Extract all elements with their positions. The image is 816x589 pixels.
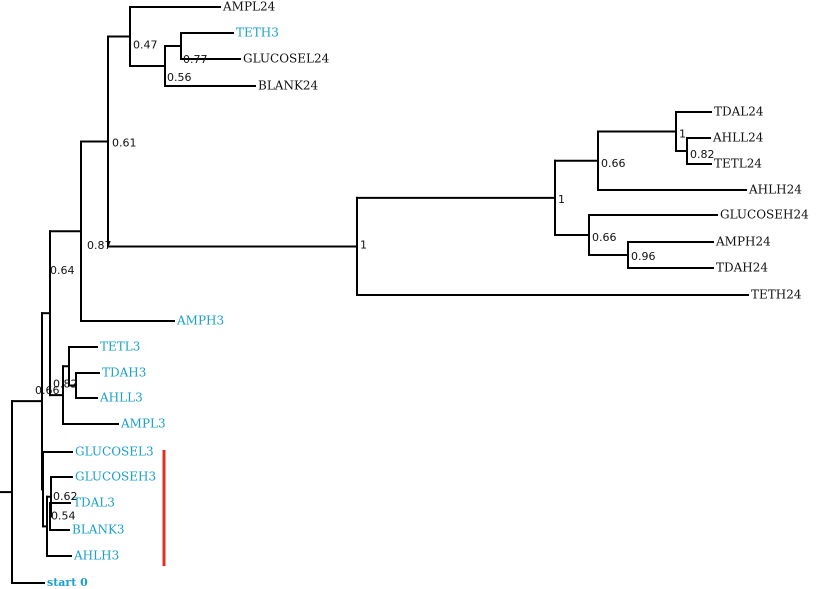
leaf-label: start 0 — [47, 576, 88, 589]
support-value: 0.54 — [51, 510, 76, 523]
support-value: 1 — [558, 193, 565, 206]
support-value: 0.64 — [50, 264, 75, 277]
support-value: 0.77 — [183, 53, 208, 66]
support-value: 0.47 — [133, 39, 158, 52]
leaf-label: GLUCOSEH24 — [720, 208, 809, 222]
support-value: 0.56 — [167, 71, 192, 84]
leaf-label: BLANK3 — [72, 523, 125, 537]
support-value: 0.66 — [35, 384, 60, 397]
leaf-label: BLANK24 — [258, 79, 319, 93]
leaf-label: TDAL3 — [73, 496, 115, 510]
leaf-label: AMPH3 — [176, 314, 224, 328]
support-value: 0.61 — [112, 136, 137, 149]
leaf-label: AMPL3 — [120, 417, 166, 431]
leaf-label: AMPL24 — [222, 0, 276, 14]
leaf-label: TETL24 — [714, 157, 762, 171]
leaf-label: TETH3 — [236, 26, 279, 40]
leaf-label: TDAH24 — [716, 261, 768, 275]
support-value: 0.66 — [601, 157, 626, 170]
leaf-label: AHLH3 — [73, 549, 119, 563]
support-value: 1 — [679, 128, 686, 141]
leaf-label: AMPH24 — [715, 235, 771, 249]
leaf-label: AHLH24 — [748, 183, 802, 197]
leaf-label: GLUCOSEL24 — [243, 52, 330, 66]
leaf-label: TDAH3 — [102, 366, 146, 380]
support-value: 0.62 — [53, 490, 78, 503]
support-value: 0.82 — [53, 378, 78, 391]
leaf-label: GLUCOSEL3 — [75, 445, 154, 459]
leaf-label: AHLL3 — [99, 391, 143, 405]
leaf-label: GLUCOSEH3 — [75, 470, 156, 484]
leaf-label: TETL3 — [100, 340, 140, 354]
support-value: 0.87 — [87, 239, 112, 252]
support-value: 0.96 — [631, 250, 656, 263]
leaf-label: TETH24 — [751, 288, 802, 302]
leaf-label: AHLL24 — [712, 131, 764, 145]
support-value: 1 — [360, 238, 367, 251]
support-value: 0.66 — [592, 231, 617, 244]
support-value: 0.82 — [690, 148, 715, 161]
leaf-label: TDAL24 — [714, 105, 764, 119]
